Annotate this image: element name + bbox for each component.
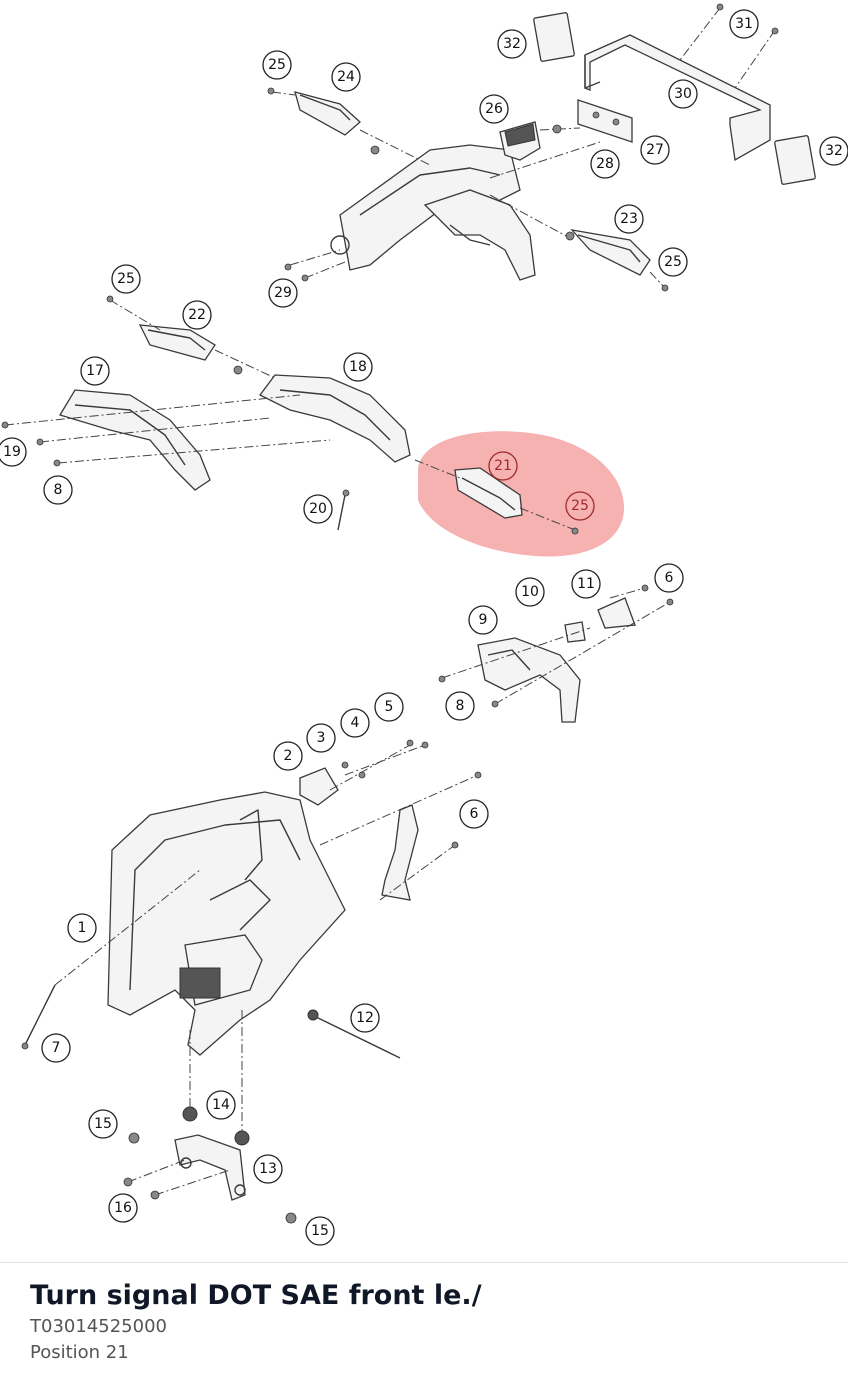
svg-text:14: 14: [212, 1097, 230, 1113]
part-number: T03014525000: [30, 1316, 167, 1337]
svg-text:26: 26: [485, 101, 503, 117]
svg-text:30: 30: [674, 86, 692, 102]
callout-13[interactable]: 13: [253, 1154, 283, 1184]
callout-32[interactable]: 32: [819, 136, 848, 166]
highlight-area: [418, 431, 625, 557]
callout-21[interactable]: 21: [488, 451, 518, 481]
callout-18[interactable]: 18: [343, 352, 373, 382]
svg-text:12: 12: [356, 1010, 374, 1026]
svg-text:17: 17: [86, 363, 104, 379]
svg-text:3: 3: [317, 730, 326, 746]
svg-text:23: 23: [620, 211, 638, 227]
svg-text:1: 1: [78, 920, 87, 936]
callout-30[interactable]: 30: [668, 79, 698, 109]
svg-text:32: 32: [503, 36, 521, 52]
callout-15[interactable]: 15: [88, 1109, 118, 1139]
callout-25[interactable]: 25: [565, 491, 595, 521]
callout-8[interactable]: 8: [445, 691, 475, 721]
svg-text:4: 4: [351, 715, 360, 731]
callout-31[interactable]: 31: [729, 9, 759, 39]
svg-text:2: 2: [284, 748, 293, 764]
part-position: Position 21: [30, 1342, 129, 1363]
svg-text:25: 25: [571, 498, 589, 514]
svg-text:5: 5: [385, 699, 394, 715]
svg-text:31: 31: [735, 16, 753, 32]
svg-text:6: 6: [470, 806, 479, 822]
callout-5[interactable]: 5: [374, 692, 404, 722]
callout-3[interactable]: 3: [306, 723, 336, 753]
svg-text:8: 8: [54, 482, 63, 498]
headlight-mask: [21, 739, 482, 1224]
callout-17[interactable]: 17: [80, 356, 110, 386]
svg-text:29: 29: [274, 285, 292, 301]
headlight-bracket: [438, 584, 674, 723]
svg-text:13: 13: [259, 1161, 277, 1177]
callout-1[interactable]: 1: [67, 913, 97, 943]
callout-14[interactable]: 14: [206, 1090, 236, 1120]
license-bracket-assembly: [267, 3, 816, 292]
svg-text:32: 32: [825, 143, 843, 159]
svg-text:15: 15: [94, 1116, 112, 1132]
callout-25[interactable]: 25: [262, 50, 292, 80]
svg-text:10: 10: [521, 584, 539, 600]
svg-text:18: 18: [349, 359, 367, 375]
svg-text:11: 11: [577, 576, 595, 592]
part-info-panel: Turn signal DOT SAE front le./ T03014525…: [30, 1278, 830, 1366]
callout-10[interactable]: 10: [515, 577, 545, 607]
svg-text:25: 25: [117, 271, 135, 287]
svg-text:25: 25: [664, 254, 682, 270]
svg-text:9: 9: [479, 612, 488, 628]
callout-6[interactable]: 6: [654, 563, 684, 593]
svg-text:16: 16: [114, 1200, 132, 1216]
callout-2[interactable]: 2: [273, 741, 303, 771]
svg-text:25: 25: [268, 57, 286, 73]
callout-29[interactable]: 29: [268, 278, 298, 308]
diagram-canvas: 32 31 25 24 30 26 32 27 28 23 25 29 25 2…: [0, 3, 848, 1246]
callout-22[interactable]: 22: [182, 300, 212, 330]
svg-text:19: 19: [3, 444, 21, 460]
callout-23[interactable]: 23: [614, 204, 644, 234]
exploded-parts-diagram: 32 31 25 24 30 26 32 27 28 23 25 29 25 2…: [0, 3, 848, 1246]
part-title: Turn signal DOT SAE front le./: [30, 1280, 482, 1311]
svg-text:7: 7: [52, 1040, 61, 1056]
callout-27[interactable]: 27: [640, 135, 670, 165]
callout-4[interactable]: 4: [340, 708, 370, 738]
svg-text:6: 6: [665, 570, 674, 586]
callout-6[interactable]: 6: [459, 799, 489, 829]
svg-text:24: 24: [337, 69, 355, 85]
divider: [0, 1262, 848, 1263]
callout-25[interactable]: 25: [111, 264, 141, 294]
callout-20[interactable]: 20: [303, 494, 333, 524]
front-blinker-carrier: [1, 295, 579, 535]
callout-11[interactable]: 11: [571, 569, 601, 599]
callout-19[interactable]: 19: [0, 437, 27, 467]
callout-24[interactable]: 24: [331, 62, 361, 92]
callout-15[interactable]: 15: [305, 1216, 335, 1246]
callout-8[interactable]: 8: [43, 475, 73, 505]
svg-text:21: 21: [494, 458, 512, 474]
callout-25[interactable]: 25: [658, 247, 688, 277]
svg-text:20: 20: [309, 501, 327, 517]
callout-16[interactable]: 16: [108, 1193, 138, 1223]
callout-9[interactable]: 9: [468, 605, 498, 635]
svg-text:27: 27: [646, 142, 664, 158]
callout-28[interactable]: 28: [590, 149, 620, 179]
svg-text:28: 28: [596, 156, 614, 172]
svg-text:22: 22: [188, 307, 206, 323]
callout-12[interactable]: 12: [350, 1003, 380, 1033]
svg-text:8: 8: [456, 698, 465, 714]
callout-32[interactable]: 32: [497, 29, 527, 59]
callout-7[interactable]: 7: [41, 1033, 71, 1063]
svg-text:15: 15: [311, 1223, 329, 1239]
callout-26[interactable]: 26: [479, 94, 509, 124]
